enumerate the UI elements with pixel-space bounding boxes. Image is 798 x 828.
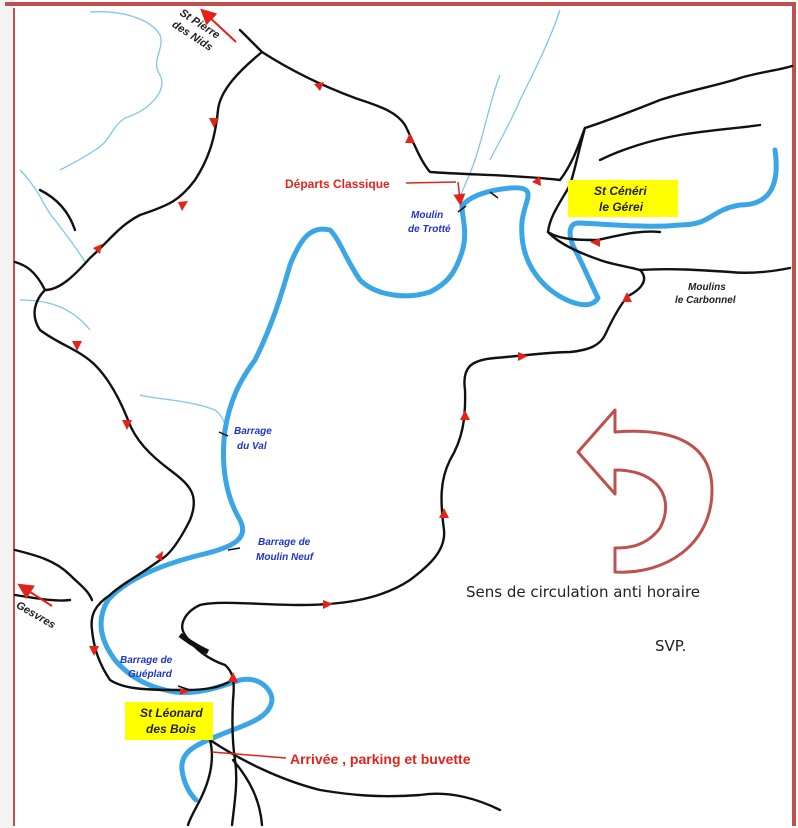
road-thick-section	[178, 632, 210, 655]
route-arrow	[72, 341, 82, 351]
barrage-moulin-neuf-line1: Barrage de	[258, 537, 311, 548]
st-pierre-direction-arrow	[200, 8, 237, 43]
moulin-trotte-line1: Moulin	[411, 210, 443, 221]
route-arrow	[590, 238, 600, 247]
departs-label: Départs Classique	[285, 177, 390, 191]
st-ceneri-highlight	[568, 180, 678, 217]
route-arrow	[439, 508, 449, 518]
route-arrow	[155, 551, 163, 561]
route-arrow	[93, 244, 102, 254]
route-arrow	[314, 82, 324, 91]
st-leonard-highlight	[125, 702, 213, 740]
barrage-val-line1: Barrage	[234, 426, 272, 437]
frame-border	[5, 2, 796, 826]
gesvres-direction-arrow	[17, 583, 53, 607]
departs-pointer-arrow	[453, 181, 466, 206]
moulins-carbonnel-line1: Moulins	[688, 282, 726, 293]
barrage-moulin-neuf-line2: Moulin Neuf	[256, 552, 315, 563]
direction-note-line1: Sens de circulation anti horaire	[466, 583, 700, 601]
direction-arrows	[72, 82, 632, 695]
st-pierre-label: St Pierre des Nids	[170, 7, 222, 54]
st-ceneri-line2: le Gérei	[599, 200, 644, 214]
moulins-carbonnel-line2: le Carbonnel	[675, 295, 736, 306]
dam-marks	[177, 191, 499, 691]
st-ceneri-line1: St Cénéri	[594, 184, 647, 198]
route-arrow	[178, 201, 188, 211]
route-arrow	[180, 688, 190, 695]
route-arrow	[532, 176, 541, 186]
streams	[19, 9, 561, 431]
route-arrow	[209, 118, 219, 128]
st-leonard-line2: des Bois	[146, 722, 196, 736]
direction-note-line2: SVP.	[655, 637, 686, 655]
route-arrow	[460, 410, 470, 420]
anticlockwise-arrow-icon	[576, 408, 714, 574]
route-arrow	[323, 600, 333, 609]
barrage-val-line2: du Val	[237, 441, 267, 452]
arrivee-pointer-line	[211, 751, 287, 759]
route-arrow	[89, 646, 99, 656]
route-arrow	[122, 420, 132, 430]
route-arrow	[228, 672, 238, 682]
barrage-gueplard-line2: Guéplard	[128, 669, 173, 680]
route-arrow	[518, 352, 528, 361]
arrivee-label: Arrivée , parking et buvette	[290, 751, 471, 767]
moulin-trotte-line2: de Trotté	[408, 224, 451, 235]
departs-pointer-line	[405, 181, 457, 184]
route-arrow	[405, 133, 415, 143]
left-edge-strip	[0, 0, 14, 828]
st-leonard-line1: St Léonard	[140, 706, 203, 720]
route-arrow	[622, 292, 632, 302]
barrage-gueplard-line1: Barrage de	[120, 655, 173, 666]
